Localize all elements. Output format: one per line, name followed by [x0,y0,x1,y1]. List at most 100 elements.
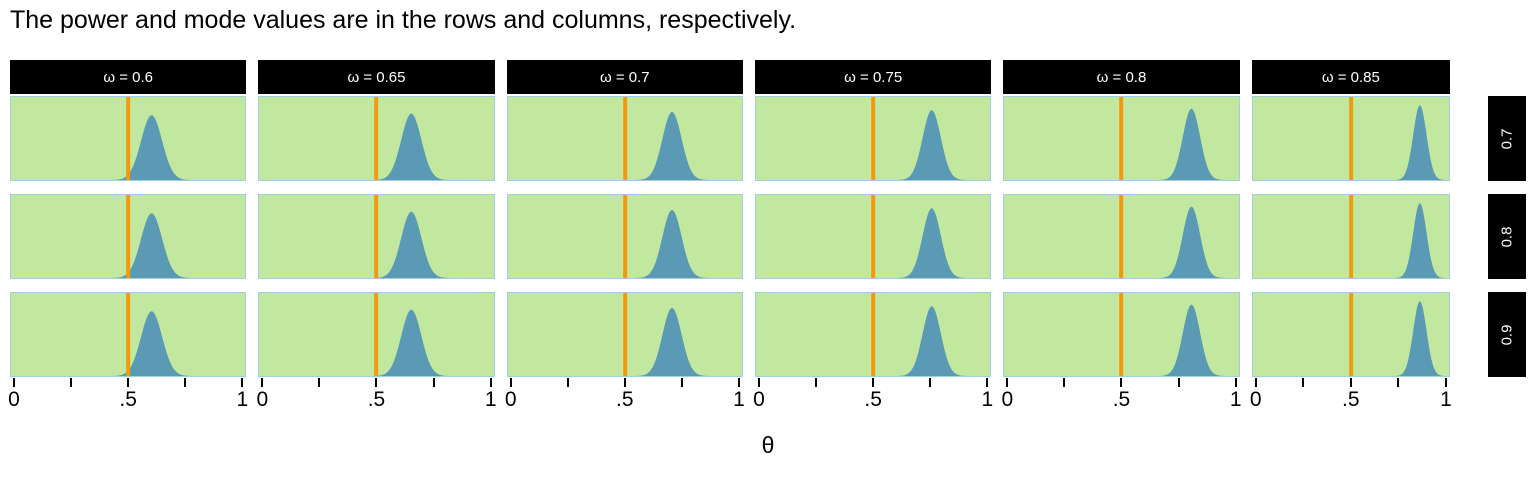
reference-line [1348,195,1353,278]
axis-tick [184,378,187,387]
reference-line [871,195,876,278]
density-area [507,111,742,180]
axis-tick-label: 1 [484,388,497,411]
axis-tick [566,378,569,387]
axis-tick [489,378,492,387]
reference-line [374,195,379,278]
density-plot [1004,195,1239,278]
axis-tick-label: 1 [1229,388,1242,411]
reference-line [1119,293,1124,376]
density-area [756,306,991,376]
axis-tick [1234,378,1237,387]
column-strip-label: ω = 0.85 [1251,60,1450,94]
density-area [1252,105,1449,180]
column-strip-label: ω = 0.6 [10,60,247,94]
axis-tick [929,378,932,387]
axis-ticks [10,378,246,387]
density-area [1252,301,1449,376]
reference-line [1119,97,1124,180]
axis-tick [13,378,15,387]
reference-line [126,97,131,180]
axis-tick [680,378,683,387]
density-area [1252,203,1449,278]
axis-tick-label: .5 [119,388,137,411]
axis-tick [127,378,130,387]
axis-tick-label: .5 [1342,388,1360,411]
density-plot [1004,293,1239,376]
facet-panel [10,292,247,377]
axis-tick [872,378,875,387]
column-strip-label: ω = 0.65 [258,60,495,94]
density-area [756,110,991,180]
axis-tick [318,378,321,387]
facet-panel [506,292,743,377]
axis-tick [432,378,435,387]
density-area [1004,108,1239,180]
axis-tick [1120,378,1123,387]
facet-panel [258,96,495,181]
row-strip: 0.7 [1488,96,1526,181]
density-area [1004,304,1239,376]
axis-tick [1397,378,1400,387]
axis-tick-label: .5 [1112,388,1131,411]
axis-tick [1254,378,1257,387]
row-strip-label: 0.7 [1498,128,1516,149]
axis-tick-label: 1 [236,388,249,411]
density-plot [1252,97,1449,180]
page-title: The power and mode values are in the row… [10,6,797,34]
reference-line [374,293,379,376]
density-area [756,208,991,278]
column-strip-label: ω = 0.7 [506,60,743,94]
facet-column-5: ω = 0.85 0 .5 1 [1250,60,1488,411]
density-area [507,209,742,278]
facet-panel [258,292,495,377]
reference-line [126,195,131,278]
axis-tick-label: 0 [8,388,20,411]
reference-line [126,293,131,376]
reference-line [374,97,379,180]
axis-tick [1006,378,1009,387]
axis-ticks [1003,378,1239,387]
facet-panel [10,96,247,181]
axis-tick-label: 1 [1440,388,1452,411]
facet-panel [506,96,743,181]
facet-panel [1003,96,1240,181]
facet-panel [755,194,992,279]
axis-tick-label: 0 [256,388,269,411]
density-plot [756,97,991,180]
axis-tick-label: 1 [981,388,994,411]
axis-tick-label: .5 [616,388,634,411]
density-area [507,307,742,376]
axis-tick [758,378,760,387]
axis-ticks [1252,378,1450,387]
axis-tick-label: 1 [733,388,745,411]
density-plot [756,293,991,376]
axis-tick-label: 0 [1249,388,1262,411]
axis-tick [1349,378,1352,387]
density-plot [259,195,494,278]
facet-panel [1003,194,1240,279]
reference-line [871,97,876,180]
axis-tick-label: 0 [1001,388,1014,411]
axis-tick [241,378,244,387]
facet-panel [506,194,743,279]
facet-panel [258,194,495,279]
reference-line [622,195,627,278]
density-plot [11,293,246,376]
facet-panel [755,292,992,377]
axis-tick [1177,378,1180,387]
axis-ticks [755,378,991,387]
axis-tick [509,378,512,387]
row-strip: 0.9 [1488,292,1526,377]
row-strip-label: 0.9 [1498,324,1516,345]
reference-line [622,293,627,376]
facet-panel [10,194,247,279]
axis-tick [1302,378,1305,387]
